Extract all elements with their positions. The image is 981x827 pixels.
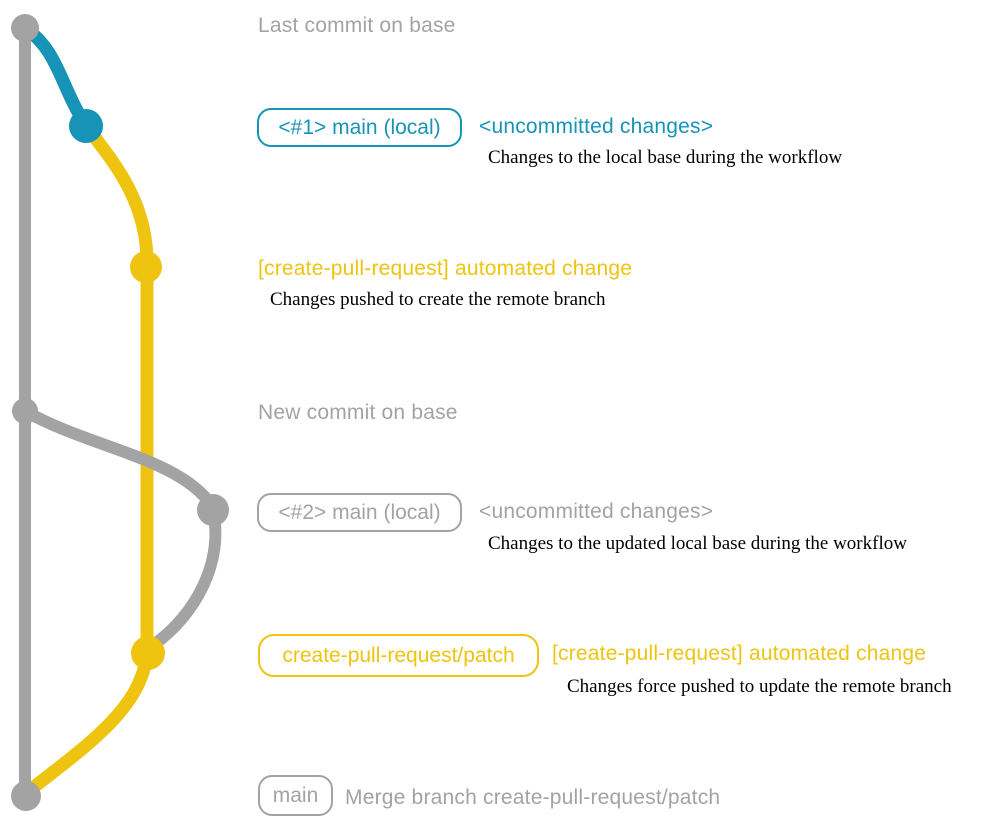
branch-badge-label: <#2> main (local)	[278, 500, 441, 524]
commit-node-merge	[11, 781, 41, 811]
commit-node-remote-2	[131, 636, 165, 670]
note-local-base-changes: Changes to the local base during the wor…	[488, 147, 843, 168]
branch-badge-label: create-pull-request/patch	[282, 643, 515, 667]
branch-badge-label: main	[272, 783, 319, 807]
merge-line	[26, 652, 154, 796]
branch-badge-main: main	[258, 775, 333, 816]
new-commit-label: New commit on base	[258, 401, 458, 424]
local-change-line-1	[21, 22, 92, 130]
branch-badge-label: <#1> main (local)	[278, 115, 441, 139]
note-push-create-remote: Changes pushed to create the remote bran…	[270, 289, 606, 310]
uncommitted-changes-status-2: <uncommitted changes>	[479, 500, 714, 523]
branch-badge-main-local-1: <#1> main (local)	[257, 108, 462, 147]
commit-message-automated-1: [create-pull-request] automated change	[258, 257, 633, 280]
commit-node-last-base	[11, 14, 39, 42]
commit-message-automated-2: [create-pull-request] automated change	[552, 642, 927, 665]
commit-node-local-2	[197, 494, 229, 526]
remote-branch-line	[80, 122, 154, 653]
commit-node-remote-1	[130, 251, 162, 283]
uncommitted-changes-status-1: <uncommitted changes>	[479, 115, 714, 138]
branch-badge-main-local-2: <#2> main (local)	[257, 493, 462, 532]
branch-badge-create-pull-request-patch: create-pull-request/patch	[258, 634, 539, 677]
local-change-line-2-out	[22, 405, 217, 510]
last-commit-label: Last commit on base	[258, 14, 456, 37]
note-force-push-update-remote: Changes force pushed to update the remot…	[567, 676, 952, 697]
note-updated-local-base-changes: Changes to the updated local base during…	[488, 533, 907, 554]
commit-node-new-base	[12, 398, 38, 424]
commit-message-merge: Merge branch create-pull-request/patch	[345, 786, 721, 809]
commit-graph	[11, 14, 229, 811]
local-change-line-2-back	[148, 508, 222, 651]
commit-node-local-1	[69, 109, 103, 143]
